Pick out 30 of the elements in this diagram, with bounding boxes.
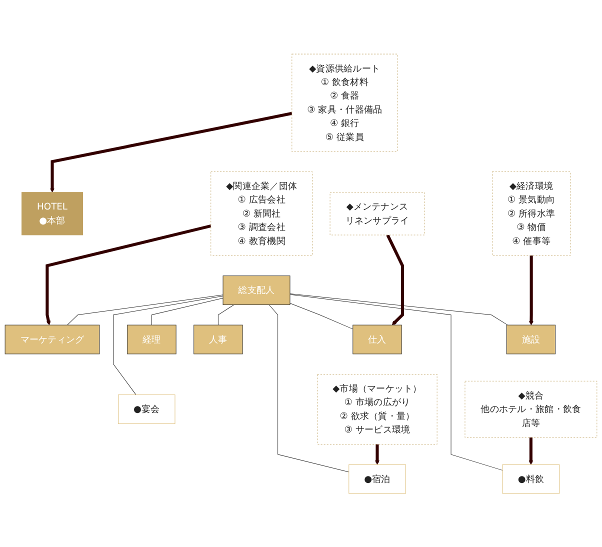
- node-box: ◆市場（マーケット） ① 市場の広がり ② 欲求（質・量） ③ サービス環境: [317, 374, 438, 444]
- connector: [290, 294, 503, 470]
- node-box: HOTEL ●本部: [22, 192, 83, 235]
- node-box: ●宿泊: [348, 464, 406, 494]
- node-box: 経理: [127, 324, 176, 354]
- connector: [218, 304, 234, 325]
- node-box: ◆資源供給ルート ① 飲食材料 ② 食器 ③ 家具・什器備品 ④ 銀行 ⑤ 従業員: [292, 54, 398, 152]
- arrow: [50, 112, 292, 192]
- arrow: [386, 234, 404, 325]
- arrow: [529, 255, 534, 325]
- node-box: ◆経済環境 ① 景気動向 ② 所得水準 ③ 物価 ④ 催事等: [492, 171, 571, 256]
- node-box: ●料飲: [502, 464, 560, 494]
- node-box: ◆競合 他のホテル・旅館・飲食店等: [464, 380, 598, 438]
- arrow: [46, 224, 212, 325]
- connector: [113, 296, 224, 395]
- connector: [67, 294, 224, 325]
- node-box: ◆関連企業／団体 ① 広告会社 ② 新聞社 ③ 調査会社 ④ 教育機関: [210, 171, 313, 256]
- node-box: 総支配人: [222, 275, 290, 305]
- node-box: マーケティング: [4, 324, 100, 354]
- node-box: ◆メンテナンス リネンサプライ: [330, 192, 425, 235]
- node-box: 施設: [506, 324, 556, 354]
- connector: [290, 302, 354, 330]
- arrow: [528, 437, 534, 464]
- connector: [290, 293, 508, 325]
- node-box: 仕入: [352, 324, 402, 354]
- arrow: [375, 444, 380, 464]
- connector: [268, 304, 350, 472]
- node-box: ●宴会: [118, 394, 176, 424]
- node-box: 人事: [194, 324, 243, 354]
- connector: [151, 298, 224, 325]
